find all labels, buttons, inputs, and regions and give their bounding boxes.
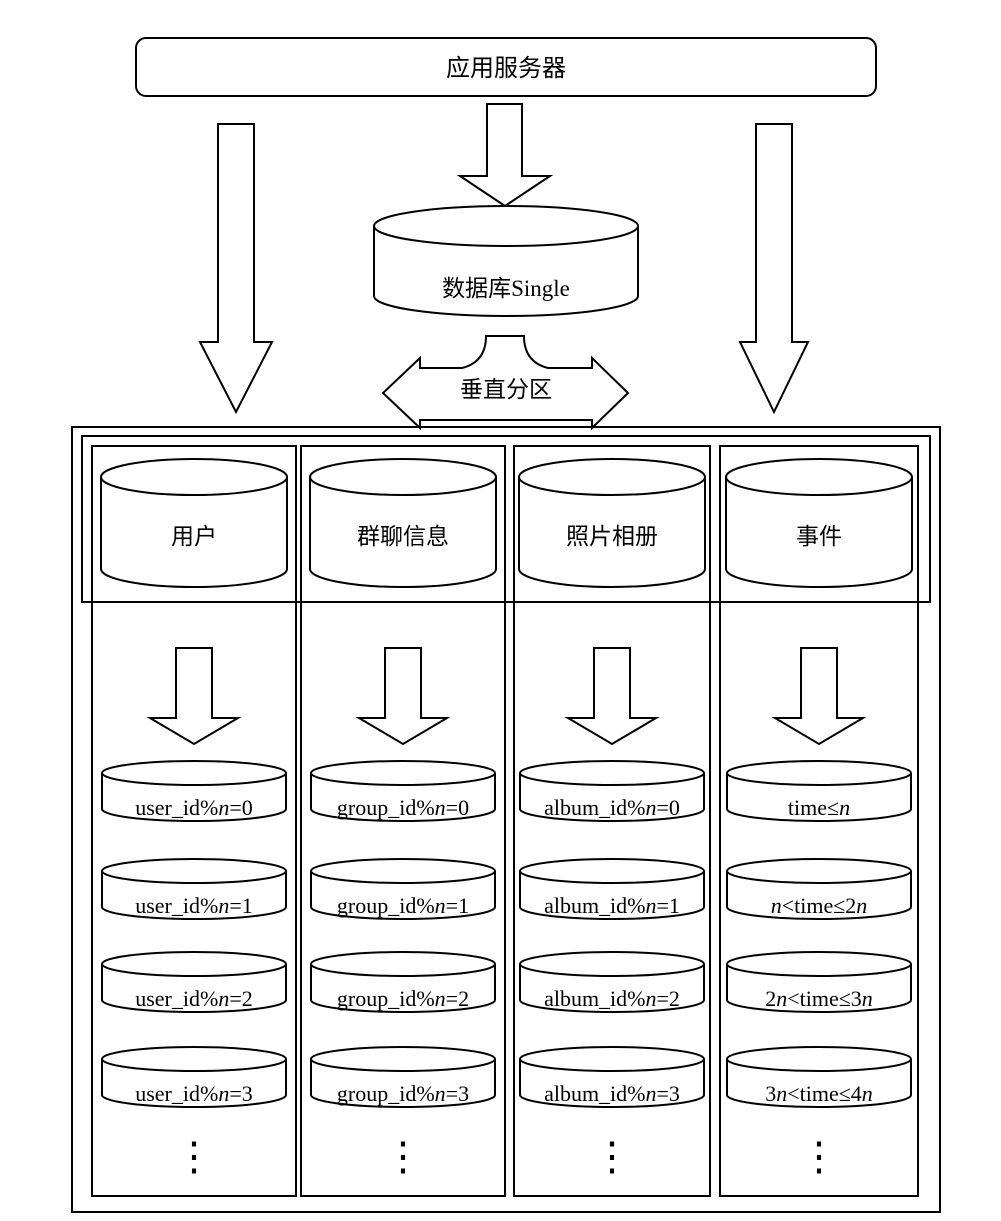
- shard-label: group_id%n=1: [337, 893, 469, 918]
- shard-label: time≤n: [788, 795, 850, 820]
- partition-label: 垂直分区: [460, 377, 552, 402]
- shard-cylinder: time≤n: [726, 760, 912, 822]
- shard-label: album_id%n=1: [544, 893, 680, 918]
- shard-label: 2n<time≤3n: [765, 986, 873, 1011]
- shard-cylinder: group_id%n=1: [310, 858, 496, 920]
- partition-column: 群聊信息 group_id%n=0 group_id%n=1 group_id%n=2…: [300, 445, 506, 1197]
- shard-label: album_id%n=0: [544, 795, 680, 820]
- shard-label: group_id%n=2: [337, 986, 469, 1011]
- shard-cylinder: 2n<time≤3n: [726, 951, 912, 1013]
- more-shards-ellipsis: ⋮: [592, 1134, 632, 1179]
- table-label: 用户: [171, 524, 217, 549]
- shard-cylinder: group_id%n=3: [310, 1046, 496, 1108]
- shard-cylinder: user_id%n=0: [101, 760, 287, 822]
- shard-cylinder: album_id%n=0: [519, 760, 705, 822]
- column-frame: [91, 445, 297, 1197]
- shard-cylinder: user_id%n=2: [101, 951, 287, 1013]
- vertical-partition-arrow: 垂直分区: [381, 335, 630, 431]
- shard-down-arrow: [146, 647, 242, 746]
- column-frame: [719, 445, 919, 1197]
- table-cylinder: 用户: [100, 458, 288, 588]
- shard-label: group_id%n=3: [337, 1081, 469, 1106]
- shard-cylinder: group_id%n=2: [310, 951, 496, 1013]
- more-shards-ellipsis: ⋮: [174, 1134, 214, 1179]
- shard-label: user_id%n=2: [135, 986, 253, 1011]
- shard-label: user_id%n=1: [135, 893, 253, 918]
- column-frame: [513, 445, 711, 1197]
- shard-cylinder: album_id%n=1: [519, 858, 705, 920]
- partition-column: 事件 time≤n n<time≤2n 2n<time≤3n 3n<time≤4n ⋮: [719, 445, 919, 1197]
- shard-cylinder: user_id%n=3: [101, 1046, 287, 1108]
- shard-cylinder: album_id%n=3: [519, 1046, 705, 1108]
- shard-down-arrow: [355, 647, 451, 746]
- database-label: 数据库Single: [442, 276, 570, 301]
- shard-label: user_id%n=3: [135, 1081, 253, 1106]
- table-label: 照片相册: [566, 524, 658, 549]
- shard-label: album_id%n=2: [544, 986, 680, 1011]
- app-server: 应用服务器: [135, 37, 877, 97]
- shard-cylinder: group_id%n=0: [310, 760, 496, 822]
- right-down-arrow: [738, 123, 810, 415]
- shard-label: album_id%n=3: [544, 1081, 680, 1106]
- shard-label: 3n<time≤4n: [765, 1081, 873, 1106]
- table-label: 事件: [796, 524, 842, 549]
- table-cylinder: 事件: [725, 458, 913, 588]
- app-server-label: 应用服务器: [446, 55, 566, 82]
- partition-column: 用户 user_id%n=0 user_id%n=1 user_id%n=2 user_…: [91, 445, 297, 1197]
- partition-columns: 用户 user_id%n=0 user_id%n=1 user_id%n=2 user_…: [91, 445, 919, 1197]
- table-cylinder: 照片相册: [518, 458, 706, 588]
- column-frame: [300, 445, 506, 1197]
- table-label: 群聊信息: [357, 524, 449, 549]
- shard-label: group_id%n=0: [337, 795, 469, 820]
- shard-down-arrow: [771, 647, 867, 746]
- shard-down-arrow: [564, 647, 660, 746]
- shard-label: user_id%n=0: [135, 795, 253, 820]
- shard-cylinder: 3n<time≤4n: [726, 1046, 912, 1108]
- shard-label: n<time≤2n: [771, 893, 868, 918]
- database-cylinder: 数据库Single: [373, 205, 639, 317]
- center-down-arrow: [456, 103, 554, 208]
- left-down-arrow: [198, 123, 274, 415]
- table-cylinder: 群聊信息: [309, 458, 497, 588]
- more-shards-ellipsis: ⋮: [383, 1134, 423, 1179]
- shard-cylinder: n<time≤2n: [726, 858, 912, 920]
- more-shards-ellipsis: ⋮: [799, 1134, 839, 1179]
- shard-cylinder: user_id%n=1: [101, 858, 287, 920]
- partition-column: 照片相册 album_id%n=0 album_id%n=1 album_id%n=2…: [513, 445, 711, 1197]
- outer-frame: [71, 426, 941, 1213]
- shard-cylinder: album_id%n=2: [519, 951, 705, 1013]
